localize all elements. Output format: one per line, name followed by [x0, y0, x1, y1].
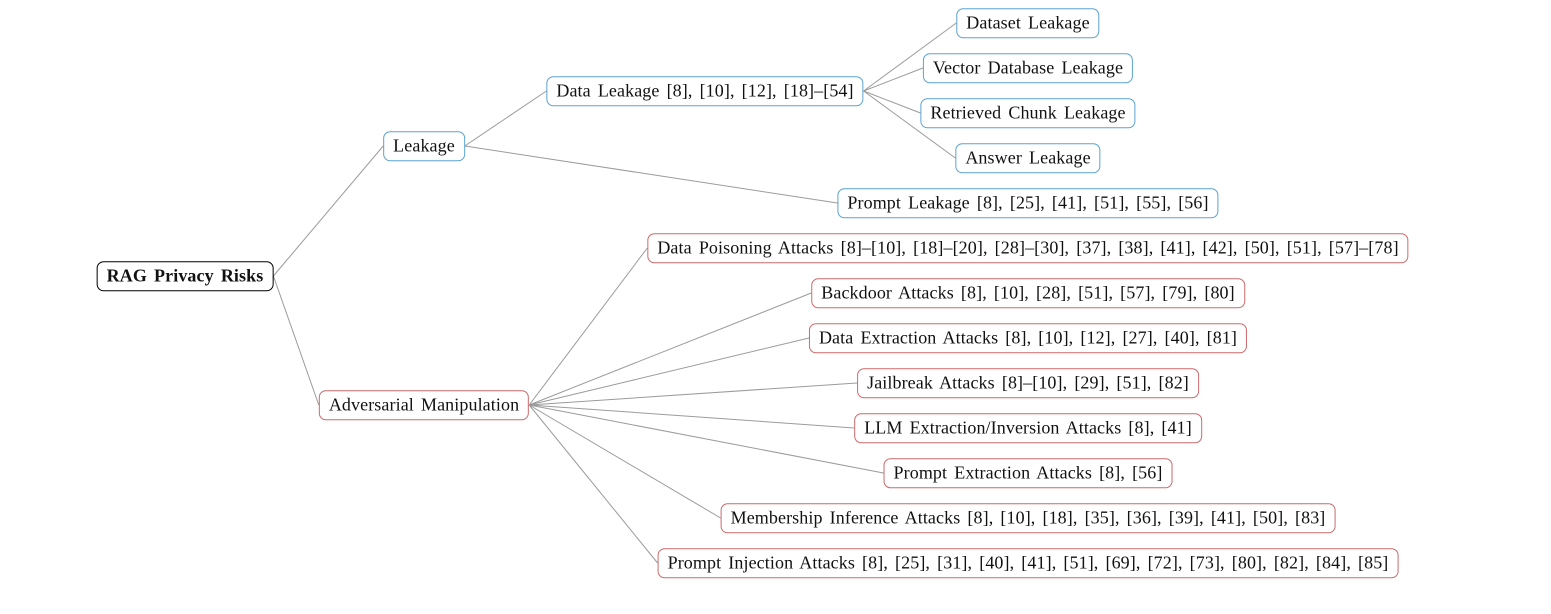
tree-node-membership-inference-attacks: Membership Inference Attacks [8], [10], …	[720, 503, 1336, 533]
tree-node-answer-leakage: Answer Leakage	[955, 143, 1101, 173]
edge-line-adversarial-manipulation--prompt-extraction-attacks	[529, 404, 884, 474]
tree-node-data-extraction-attacks: Data Extraction Attacks [8], [10], [12],…	[808, 323, 1248, 353]
tree-node-leakage: Leakage	[383, 131, 465, 161]
edge-line-adversarial-manipulation--membership-inference-attacks	[528, 404, 721, 519]
edge-line-adversarial-manipulation--backdoor-attacks	[529, 292, 812, 406]
tree-node-retrieved-chunk-leakage: Retrieved Chunk Leakage	[920, 98, 1136, 128]
edge-line-rag-privacy-risks--adversarial-manipulation	[272, 275, 320, 406]
edge-line-leakage--prompt-leakage	[464, 145, 838, 204]
tree-node-data-poisoning-attacks: Data Poisoning Attacks [8]–[10], [18]–[2…	[647, 233, 1409, 263]
edge-line-data-leakage--dataset-leakage	[863, 22, 957, 92]
tree-node-prompt-extraction-attacks: Prompt Extraction Attacks [8], [56]	[883, 458, 1173, 488]
edge-line-adversarial-manipulation--data-extraction-attacks	[529, 337, 810, 406]
edge-line-data-leakage--retrieved-chunk-leakage	[863, 90, 921, 114]
tree-node-backdoor-attacks: Backdoor Attacks [8], [10], [28], [51], …	[811, 278, 1245, 308]
tree-node-adversarial-manipulation: Adversarial Manipulation	[318, 390, 530, 420]
tree-node-prompt-leakage: Prompt Leakage [8], [25], [41], [51], [5…	[837, 188, 1219, 218]
edge-line-data-leakage--answer-leakage	[863, 90, 956, 159]
tree-node-llm-extraction-inversion-attacks: LLM Extraction/Inversion Attacks [8], [4…	[854, 413, 1202, 443]
tree-node-vector-database-leakage: Vector Database Leakage	[922, 53, 1134, 83]
edge-line-leakage--data-leakage	[464, 90, 547, 147]
edge-line-adversarial-manipulation--prompt-injection-attacks	[528, 404, 658, 564]
edge-line-adversarial-manipulation--data-poisoning-attacks	[528, 247, 648, 406]
tree-node-jailbreak-attacks: Jailbreak Attacks [8]–[10], [29], [51], …	[857, 368, 1199, 398]
edge-line-adversarial-manipulation--jailbreak-attacks	[529, 382, 858, 406]
tree-node-prompt-injection-attacks: Prompt Injection Attacks [8], [25], [31]…	[657, 548, 1399, 578]
edge-line-rag-privacy-risks--leakage	[273, 145, 384, 277]
edge-line-data-leakage--vector-database-leakage	[863, 67, 924, 92]
edge-line-adversarial-manipulation--llm-extraction-inversion-attacks	[529, 404, 855, 429]
tree-node-rag-privacy-risks: RAG Privacy Risks	[96, 261, 274, 291]
tree-node-dataset-leakage: Dataset Leakage	[956, 8, 1100, 38]
tree-node-data-leakage: Data Leakage [8], [10], [12], [18]–[54]	[546, 76, 864, 106]
